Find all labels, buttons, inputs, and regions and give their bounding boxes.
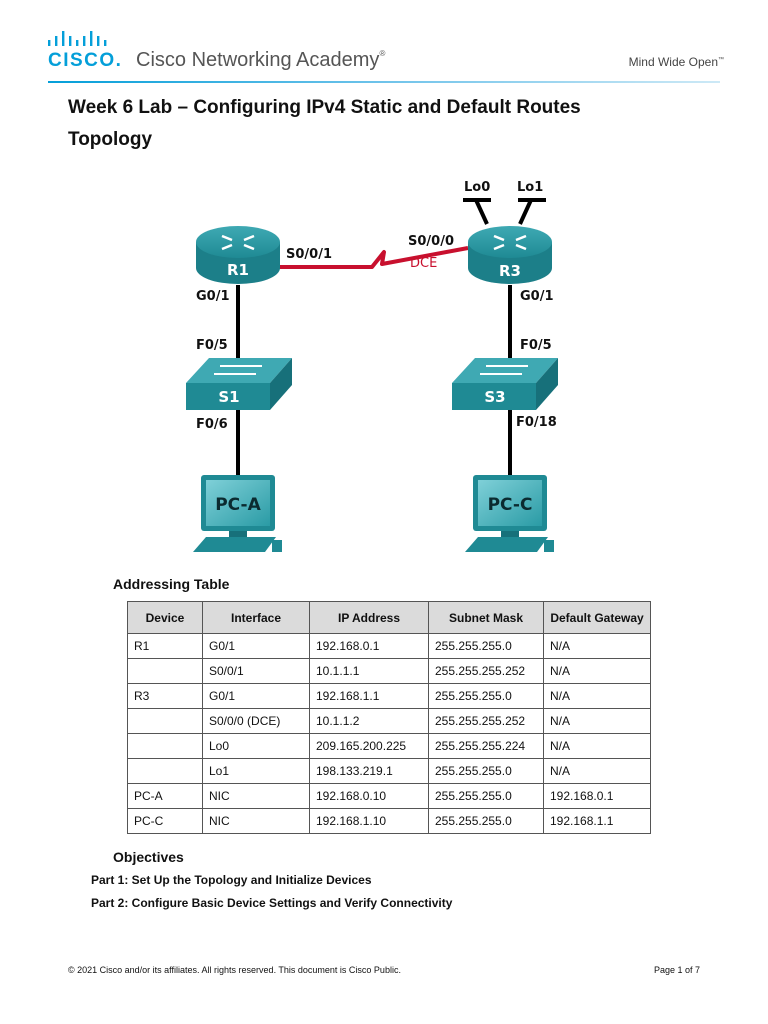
table-cell: S0/0/1	[202, 658, 310, 684]
table-cell: N/A	[543, 658, 651, 684]
table-cell	[127, 708, 203, 734]
interface-label: F0/5	[520, 338, 552, 353]
pc-c-icon: PC-C	[465, 475, 554, 552]
serial-link	[278, 246, 469, 269]
table-header-row: Device Interface IP Address Subnet Mask …	[127, 601, 651, 634]
dce-label: DCE	[410, 256, 437, 271]
table-cell: PC-C	[127, 808, 203, 834]
table-cell: 255.255.255.0	[428, 808, 544, 834]
academy-name: Cisco Networking Academy®	[136, 49, 386, 71]
table-row: S0/0/0 (DCE) 10.1.1.2 255.255.255.252 N/…	[127, 708, 651, 734]
table-row: R1 G0/1 192.168.0.1 255.255.255.0 N/A	[127, 633, 651, 659]
table-row: S0/0/1 10.1.1.1 255.255.255.252 N/A	[127, 658, 651, 684]
table-cell: 255.255.255.0	[428, 783, 544, 809]
page-number: Page 1 of 7	[653, 965, 700, 975]
table-cell: 192.168.0.10	[309, 783, 429, 809]
table-cell: R3	[127, 683, 203, 709]
table-cell: R1	[127, 633, 203, 659]
table-cell: G0/1	[202, 633, 310, 659]
objective-item: Part 2: Configure Basic Device Settings …	[91, 896, 453, 910]
table-cell: NIC	[202, 783, 310, 809]
router-r1-icon: R1	[196, 226, 280, 284]
copyright-notice: © 2021 Cisco and/or its affiliates. All …	[68, 965, 401, 975]
table-cell: 255.255.255.0	[428, 758, 544, 784]
router-r3-icon: R3	[468, 226, 552, 284]
table-row: Lo0 209.165.200.225 255.255.255.224 N/A	[127, 733, 651, 759]
objective-item: Part 1: Set Up the Topology and Initiali…	[91, 873, 372, 887]
table-cell: 198.133.219.1	[309, 758, 429, 784]
ethernet-links	[236, 198, 546, 475]
table-cell	[127, 658, 203, 684]
cisco-logo-icon	[48, 31, 107, 46]
cisco-wordmark: CISCO.	[48, 50, 123, 71]
topology-heading: Topology	[68, 129, 153, 150]
switch-s3-icon: S3	[452, 358, 558, 410]
table-cell: 192.168.1.1	[309, 683, 429, 709]
table-cell: N/A	[543, 683, 651, 709]
table-cell: 255.255.255.224	[428, 733, 544, 759]
table-cell: Lo1	[202, 758, 310, 784]
header-rule	[48, 81, 720, 83]
table-cell: 192.168.1.10	[309, 808, 429, 834]
router-label: R3	[499, 262, 521, 280]
loopback-label: Lo1	[517, 180, 543, 195]
table-cell: 255.255.255.252	[428, 658, 544, 684]
table-cell: 10.1.1.1	[309, 658, 429, 684]
interface-label: G0/1	[520, 289, 554, 304]
table-row: Lo1 198.133.219.1 255.255.255.0 N/A	[127, 758, 651, 784]
table-cell: G0/1	[202, 683, 310, 709]
interface-label: S0/0/1	[286, 247, 332, 262]
table-cell	[127, 733, 203, 759]
table-row: PC-A NIC 192.168.0.10 255.255.255.0 192.…	[127, 783, 651, 809]
addressing-heading: Addressing Table	[113, 576, 230, 592]
table-cell: 255.255.255.0	[428, 683, 544, 709]
interface-label: S0/0/0	[408, 234, 454, 249]
switch-label: S1	[218, 388, 239, 406]
router-label: R1	[227, 261, 249, 279]
topology-diagram: R1 R3 S1 S3	[186, 180, 558, 552]
table-cell: S0/0/0 (DCE)	[202, 708, 310, 734]
tagline: Mind Wide Open™	[628, 55, 724, 69]
pc-label: PC-C	[488, 495, 533, 515]
table-cell: 192.168.0.1	[543, 783, 651, 809]
table-cell	[127, 758, 203, 784]
addressing-table: Device Interface IP Address Subnet Mask …	[127, 601, 651, 834]
switch-s1-icon: S1	[186, 358, 292, 410]
interface-label: F0/18	[516, 415, 557, 430]
table-cell: N/A	[543, 733, 651, 759]
table-row: R3 G0/1 192.168.1.1 255.255.255.0 N/A	[127, 683, 651, 709]
table-cell: Lo0	[202, 733, 310, 759]
interface-label: G0/1	[196, 289, 230, 304]
column-header: Subnet Mask	[428, 601, 544, 634]
table-cell: N/A	[543, 758, 651, 784]
table-cell: PC-A	[127, 783, 203, 809]
column-header: IP Address	[309, 601, 429, 634]
objectives-heading: Objectives	[113, 849, 184, 865]
column-header: Device	[127, 601, 203, 634]
table-cell: 255.255.255.0	[428, 633, 544, 659]
pc-a-icon: PC-A	[193, 475, 282, 552]
table-cell: N/A	[543, 633, 651, 659]
switch-label: S3	[484, 388, 505, 406]
table-cell: 209.165.200.225	[309, 733, 429, 759]
loopback-label: Lo0	[464, 180, 490, 195]
column-header: Default Gateway	[543, 601, 651, 634]
page-title: Week 6 Lab – Configuring IPv4 Static and…	[68, 97, 581, 118]
interface-label: F0/6	[196, 417, 228, 432]
table-cell: 255.255.255.252	[428, 708, 544, 734]
table-cell: 192.168.0.1	[309, 633, 429, 659]
table-cell: 10.1.1.2	[309, 708, 429, 734]
table-cell: NIC	[202, 808, 310, 834]
column-header: Interface	[202, 601, 310, 634]
pc-label: PC-A	[215, 495, 261, 515]
table-cell: 192.168.1.1	[543, 808, 651, 834]
table-cell: N/A	[543, 708, 651, 734]
interface-label: F0/5	[196, 338, 228, 353]
page-header: CISCO. Cisco Networking Academy® Mind Wi…	[0, 0, 768, 84]
table-row: PC-C NIC 192.168.1.10 255.255.255.0 192.…	[127, 808, 651, 834]
